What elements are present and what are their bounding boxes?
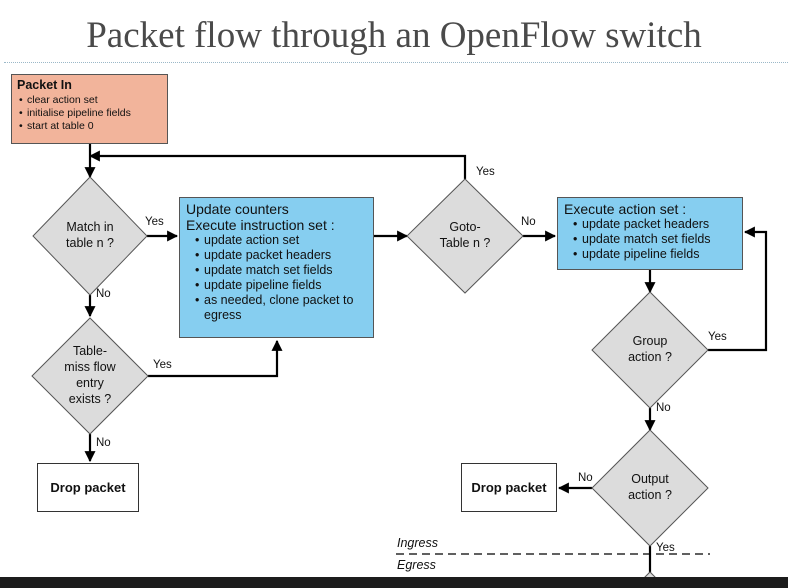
match-line-2: table n ?: [66, 236, 114, 250]
match-decision-diamond: [32, 176, 148, 296]
action-set-box: Execute action set : update packet heade…: [557, 197, 743, 270]
action-box-title: Execute action set :: [564, 201, 687, 217]
action-item: update match set fields: [570, 232, 736, 247]
instruction-item: update packet headers: [192, 248, 367, 263]
output-decision-label: Output action ?: [610, 471, 690, 503]
match-yes-label: Yes: [145, 216, 164, 228]
goto-decision-diamond: [406, 178, 524, 294]
ingress-label: Ingress: [397, 536, 438, 550]
action-item: update packet headers: [570, 217, 736, 232]
table-miss-line-1: Table-: [72, 344, 108, 358]
miss-yes-label: Yes: [153, 359, 172, 371]
table-miss-line-3: entry: [76, 376, 104, 390]
instruction-item: update pipeline fields: [192, 278, 367, 293]
title-divider: [4, 62, 788, 63]
edge-group-yes-loop: [708, 226, 768, 352]
instruction-item: as needed, clone packet to egress: [192, 293, 367, 323]
edge-miss-yes: [148, 339, 283, 378]
instruction-set-box: Update counters Execute instruction set …: [179, 197, 374, 338]
egress-label: Egress: [397, 558, 436, 572]
output-decision-diamond: [591, 429, 709, 547]
output-no-label: No: [578, 472, 593, 484]
group-decision-diamond: [591, 291, 709, 409]
output-line-1: Output: [631, 472, 669, 486]
drop-packet-label: Drop packet: [50, 480, 126, 495]
match-no-label: No: [96, 288, 111, 300]
packet-in-item: initialise pipeline fields: [17, 107, 162, 120]
goto-line-1: Goto-: [449, 220, 481, 234]
instruction-item: update match set fields: [192, 263, 367, 278]
packet-in-item: clear action set: [17, 94, 162, 107]
slide-title: Packet flow through an OpenFlow switch: [86, 15, 702, 56]
action-item: update pipeline fields: [570, 247, 736, 262]
packet-in-box: Packet In clear action set initialise pi…: [11, 74, 168, 144]
miss-no-label: No: [96, 437, 111, 449]
packet-in-title: Packet In: [17, 78, 72, 92]
group-no-label: No: [656, 402, 671, 414]
match-decision-label: Match in table n ?: [50, 219, 130, 251]
table-miss-line-2: miss flow: [64, 360, 116, 374]
table-miss-line-4: exists ?: [68, 392, 112, 406]
drop-packet-box-right: Drop packet: [461, 463, 557, 512]
drop-packet-label: Drop packet: [471, 480, 547, 495]
match-line-1: Match in: [66, 220, 114, 234]
instruction-item: update action set: [192, 233, 367, 248]
group-line-1: Group: [632, 334, 668, 348]
goto-no-label: No: [521, 216, 536, 228]
table-miss-decision-label: Table- miss flow entry exists ?: [50, 343, 130, 407]
instruction-box-line1: Update counters: [186, 201, 289, 217]
packet-in-item: start at table 0: [17, 120, 162, 133]
bottom-bar: [0, 577, 788, 588]
group-decision-label: Group action ?: [610, 333, 690, 365]
goto-line-2: Table n ?: [439, 236, 491, 250]
group-line-2: action ?: [628, 350, 672, 364]
instruction-box-line2: Execute instruction set :: [186, 217, 335, 233]
output-line-2: action ?: [628, 488, 672, 502]
table-miss-decision-diamond: [31, 317, 149, 435]
edge-goto-yes-loop: [88, 150, 467, 179]
output-yes-label: Yes: [656, 542, 675, 554]
group-yes-label: Yes: [708, 331, 727, 343]
drop-packet-box-left: Drop packet: [37, 463, 139, 512]
goto-yes-label: Yes: [476, 166, 495, 178]
goto-decision-label: Goto- Table n ?: [425, 219, 505, 251]
